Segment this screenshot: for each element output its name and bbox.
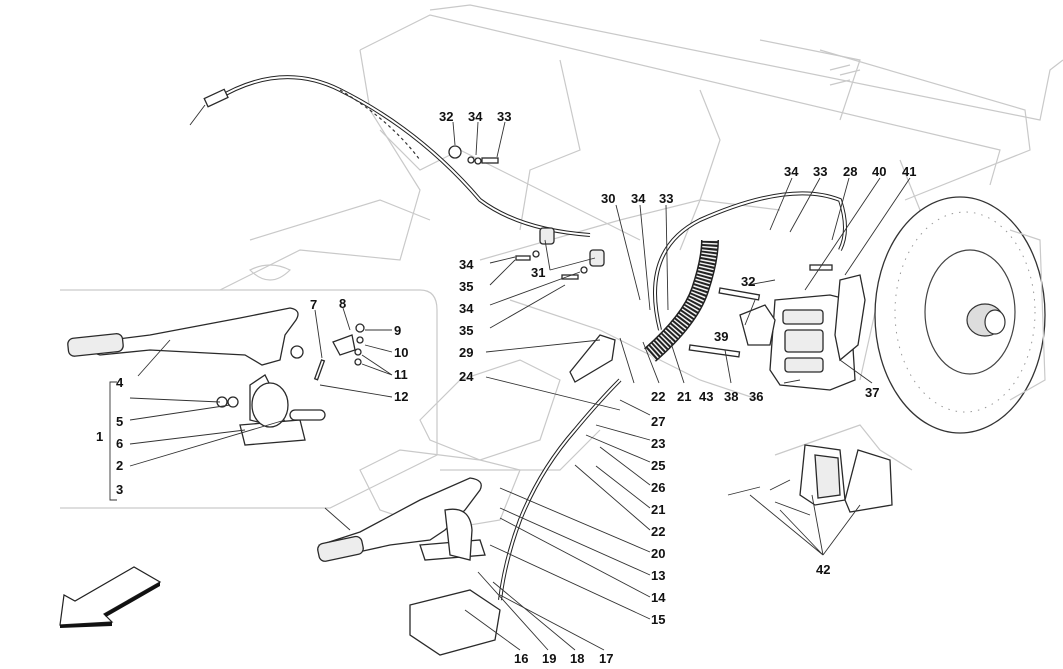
- part-label: 11: [394, 367, 408, 382]
- brake-pads: [727, 444, 893, 516]
- part-label: 35: [459, 279, 474, 294]
- part-label: 22: [651, 389, 666, 404]
- part-label: 18: [570, 651, 585, 666]
- part-label: 24: [459, 369, 474, 384]
- part-label: 20: [651, 546, 666, 561]
- part-label: 32: [741, 274, 756, 289]
- handbrake-lever-main: [317, 477, 486, 562]
- hardware-cluster-top: [448, 145, 499, 165]
- floor-bracket: [409, 589, 501, 656]
- bracket-part-29: [569, 334, 616, 383]
- part-label: 37: [865, 385, 880, 400]
- part-label: 25: [651, 458, 666, 473]
- part-label: 15: [651, 612, 666, 627]
- pads-callout-frame: [774, 424, 913, 471]
- part-label: 14: [651, 590, 666, 605]
- hardware-cluster-mid: [515, 227, 605, 280]
- part-label: 43: [699, 389, 714, 404]
- part-label: 5: [116, 414, 124, 429]
- part-label: 29: [459, 345, 474, 360]
- part-label: 33: [659, 191, 674, 206]
- part-label: 10: [394, 345, 409, 360]
- inset-handbrake-lever: [67, 307, 365, 446]
- caliper-cable: [653, 191, 847, 331]
- part-label: 36: [749, 389, 764, 404]
- lower-cable: [498, 378, 622, 601]
- part-label: 39: [714, 329, 729, 344]
- part-label: 34: [459, 301, 474, 316]
- part-label: 34: [468, 109, 483, 124]
- part-label: 17: [599, 651, 614, 666]
- part-label: 21: [651, 502, 666, 517]
- part-label: 33: [497, 109, 512, 124]
- brake-disc: [874, 196, 1046, 434]
- part-label: 35: [459, 323, 474, 338]
- inset-panel: [60, 289, 438, 509]
- part-label: 38: [724, 389, 739, 404]
- part-label: 7: [310, 297, 318, 312]
- part-label: 28: [843, 164, 858, 179]
- part-label: 42: [816, 562, 831, 577]
- part-label: 8: [339, 296, 347, 311]
- part-label: 3: [116, 482, 124, 497]
- part-label: 41: [902, 164, 917, 179]
- part-label: 27: [651, 414, 666, 429]
- part-label: 6: [116, 436, 124, 451]
- brake-caliper: [688, 264, 866, 391]
- part-label: 30: [601, 191, 616, 206]
- part-label: 33: [813, 164, 828, 179]
- part-label: 26: [651, 480, 666, 495]
- part-label: 34: [631, 191, 646, 206]
- leader-lines: [109, 121, 911, 651]
- part-label: 21: [677, 389, 692, 404]
- part-label: 19: [542, 651, 557, 666]
- parking-brake-cable: [189, 75, 591, 237]
- part-label: 1: [96, 429, 104, 444]
- part-label: 22: [651, 524, 666, 539]
- part-label: 32: [439, 109, 454, 124]
- part-label: 4: [116, 375, 124, 390]
- part-label: 31: [531, 265, 546, 280]
- part-label: 9: [394, 323, 402, 338]
- part-label: 40: [872, 164, 887, 179]
- part-label: 23: [651, 436, 666, 451]
- part-label: 13: [651, 568, 666, 583]
- part-label: 34: [459, 257, 474, 272]
- part-label: 34: [784, 164, 799, 179]
- corrugated-hose: [644, 239, 719, 362]
- part-label: 12: [394, 389, 409, 404]
- front-direction-arrow-icon: [59, 566, 162, 628]
- part-label: 16: [514, 651, 529, 666]
- part-label: 2: [116, 458, 124, 473]
